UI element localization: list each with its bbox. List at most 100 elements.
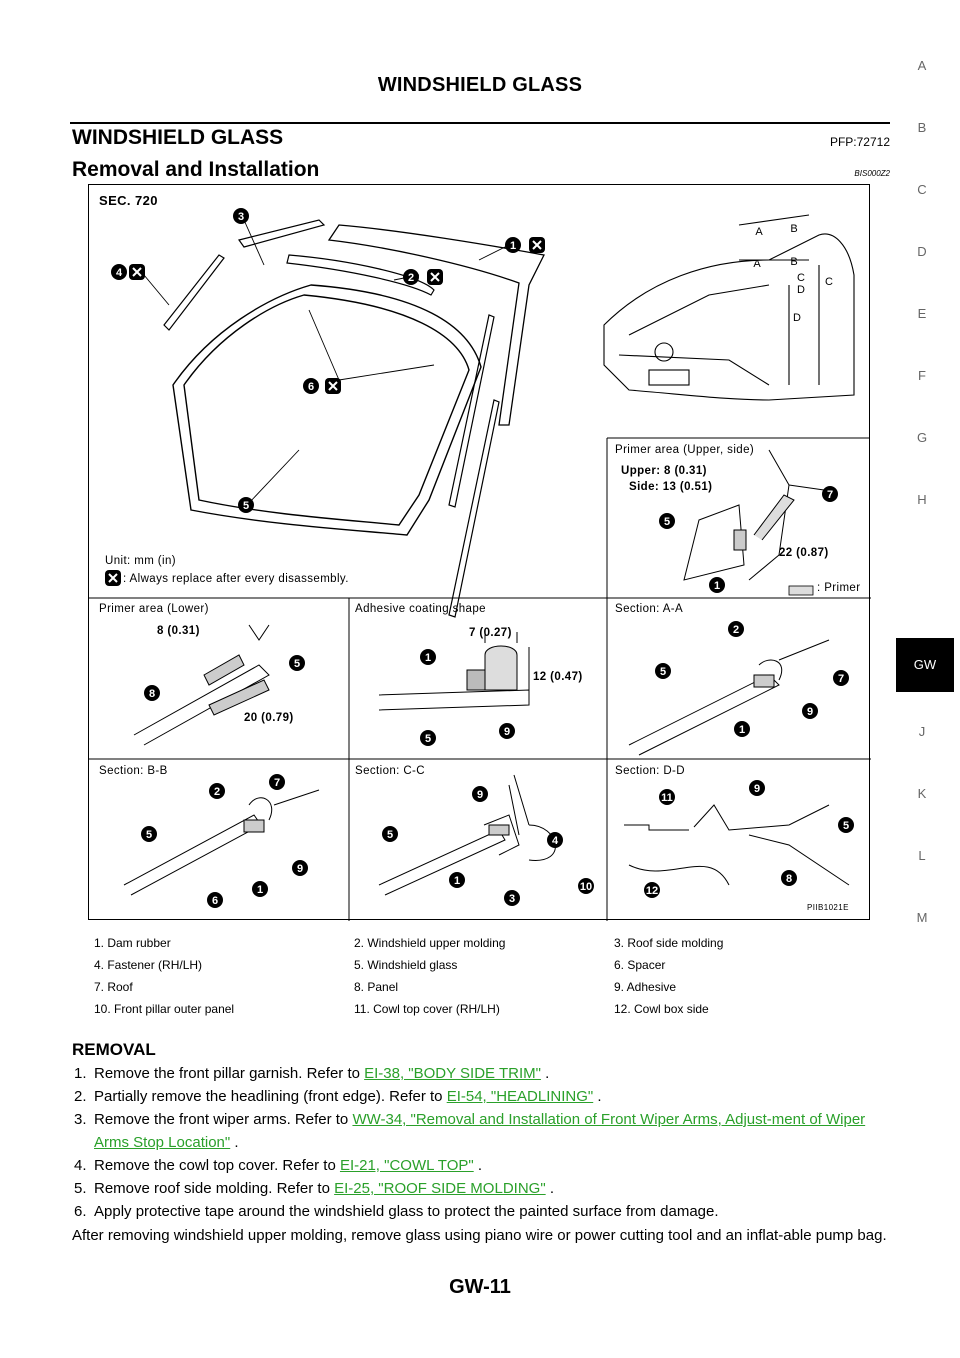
- legend-item: 1. Dam rubber: [94, 936, 171, 950]
- step-text: Remove the cowl top cover. Refer to: [94, 1157, 340, 1174]
- svg-text:9: 9: [807, 706, 813, 718]
- step-link[interactable]: EI-25, "ROOF SIDE MOLDING": [334, 1180, 546, 1197]
- step-text: Apply protective tape around the windshi…: [94, 1203, 719, 1220]
- svg-text:1: 1: [257, 884, 263, 896]
- unit-label: Unit: mm (in): [105, 555, 177, 567]
- side-tab-j[interactable]: J: [918, 724, 926, 739]
- legend-row: 1. Dam rubber 2. Windshield upper moldin…: [94, 936, 884, 958]
- side-tab-l[interactable]: L: [918, 848, 926, 863]
- step-number: 1.: [74, 1065, 87, 1082]
- svg-text:8: 8: [149, 688, 155, 700]
- diagram-figure: 3 4 1 2 6 5 A B A B: [88, 184, 871, 921]
- svg-text:5: 5: [664, 516, 670, 528]
- adhesive-title: Adhesive coating shape: [355, 603, 486, 615]
- step-number: 4.: [74, 1157, 87, 1174]
- svg-text:1: 1: [714, 580, 720, 592]
- legend-row: 4. Fastener (RH/LH) 5. Windshield glass …: [94, 958, 884, 980]
- primer-lower-title: Primer area (Lower): [99, 603, 209, 615]
- step-item: 1. Remove the front pillar garnish. Refe…: [72, 1062, 892, 1085]
- step-number: 6.: [74, 1203, 87, 1220]
- step-link[interactable]: EI-38, "BODY SIDE TRIM": [364, 1065, 541, 1082]
- adhesive-dim1: 7 (0.27): [469, 627, 512, 639]
- primer-upper-dim3: 22 (0.87): [779, 547, 829, 559]
- legend-item: 3. Roof side molding: [614, 936, 724, 950]
- car-label-a1: A: [755, 226, 763, 238]
- side-tab-d[interactable]: D: [917, 244, 927, 259]
- car-label-a2: A: [753, 258, 761, 270]
- svg-text:5: 5: [425, 733, 431, 745]
- primer-upper-dim1: Upper: 8 (0.31): [621, 465, 707, 477]
- svg-text:7: 7: [827, 489, 833, 501]
- car-label-b1: B: [790, 223, 797, 235]
- svg-text:9: 9: [754, 783, 760, 795]
- car-label-c1: C: [797, 272, 805, 284]
- legend-item: 7. Roof: [94, 980, 133, 994]
- side-tab-h[interactable]: H: [917, 492, 927, 507]
- step-number: 3.: [74, 1111, 87, 1128]
- adhesive-dim2: 12 (0.47): [533, 671, 583, 683]
- replace-icon: [105, 237, 545, 586]
- legend-item: 2. Windshield upper molding: [354, 936, 506, 950]
- side-tab-f[interactable]: F: [918, 368, 926, 383]
- step-link[interactable]: EI-54, "HEADLINING": [446, 1088, 594, 1105]
- svg-text:4: 4: [116, 267, 123, 279]
- svg-text:5: 5: [243, 500, 249, 512]
- side-tab-b[interactable]: B: [917, 120, 927, 135]
- svg-text:5: 5: [146, 829, 152, 841]
- removal-paragraph: After removing windshield upper molding,…: [72, 1227, 887, 1244]
- parts-legend: 1. Dam rubber 2. Windshield upper moldin…: [94, 936, 884, 1024]
- svg-text:7: 7: [838, 673, 844, 685]
- step-text: Remove roof side molding. Refer to: [94, 1180, 335, 1197]
- step-item: 6. Apply protective tape around the wind…: [72, 1200, 892, 1223]
- step-number: 2.: [74, 1088, 87, 1105]
- step-link[interactable]: WW-34, "Removal and Installation of Fron…: [94, 1111, 866, 1151]
- step-item: 2. Partially remove the headlining (fron…: [72, 1085, 892, 1108]
- side-tab-k[interactable]: K: [917, 786, 927, 801]
- section-title: WINDSHIELD GLASS: [72, 126, 284, 149]
- svg-text:5: 5: [294, 658, 300, 670]
- svg-text:2: 2: [408, 272, 414, 284]
- legend-item: 9. Adhesive: [614, 980, 677, 994]
- legend-item: 11. Cowl top cover (RH/LH): [354, 1002, 500, 1016]
- side-tab-e[interactable]: E: [917, 306, 927, 321]
- subsection-title: Removal and Installation: [72, 158, 320, 181]
- svg-text:7: 7: [274, 777, 280, 789]
- legend-item: 12. Cowl box side: [614, 1002, 709, 1016]
- legend-row: 7. Roof 8. Panel 9. Adhesive: [94, 980, 884, 1002]
- primer-lower-dim1: 8 (0.31): [157, 625, 200, 637]
- svg-text:5: 5: [387, 829, 393, 841]
- car-label-b2: B: [790, 256, 797, 268]
- section-bb-title: Section: B-B: [99, 765, 168, 777]
- legend-item: 5. Windshield glass: [354, 958, 458, 972]
- primer-upper-title: Primer area (Upper, side): [615, 444, 755, 456]
- side-tab-a[interactable]: A: [917, 58, 927, 73]
- car-label-c2: C: [825, 276, 833, 288]
- svg-text:1: 1: [510, 240, 516, 252]
- side-tab-gw[interactable]: GW: [896, 638, 954, 692]
- step-text: Remove the front pillar garnish. Refer t…: [94, 1065, 365, 1082]
- svg-text:3: 3: [238, 211, 244, 223]
- side-tab-m[interactable]: M: [916, 910, 928, 925]
- page-header-title: WINDSHIELD GLASS: [377, 74, 583, 96]
- diagram-graphics: 3 4 1 2 6 5 A B A B: [89, 208, 871, 921]
- section-cc-title: Section: C-C: [355, 765, 425, 777]
- svg-text:5: 5: [660, 666, 666, 678]
- side-tab-c[interactable]: C: [917, 182, 927, 197]
- step-link[interactable]: EI-21, "COWL TOP": [339, 1157, 474, 1174]
- svg-text:6: 6: [212, 895, 218, 907]
- step-after: .: [473, 1157, 483, 1174]
- svg-text:8: 8: [786, 873, 792, 885]
- step-text: Partially remove the headlining (front e…: [94, 1088, 447, 1105]
- figure-code: PIIB1021E: [807, 903, 849, 912]
- removal-steps: 1. Remove the front pillar garnish. Refe…: [72, 1062, 892, 1246]
- car-label-d2: D: [793, 312, 801, 324]
- svg-text:12: 12: [646, 885, 658, 897]
- side-tab-g[interactable]: G: [916, 430, 928, 445]
- section-aa-title: Section: A-A: [615, 603, 684, 615]
- header-rule: [70, 122, 890, 124]
- step-after: .: [230, 1134, 239, 1151]
- svg-text:5: 5: [843, 820, 849, 832]
- step-text: Remove the front wiper arms. Refer to: [94, 1111, 353, 1128]
- step-number: 5.: [74, 1180, 87, 1197]
- primer-upper-dim2: Side: 13 (0.51): [629, 481, 713, 493]
